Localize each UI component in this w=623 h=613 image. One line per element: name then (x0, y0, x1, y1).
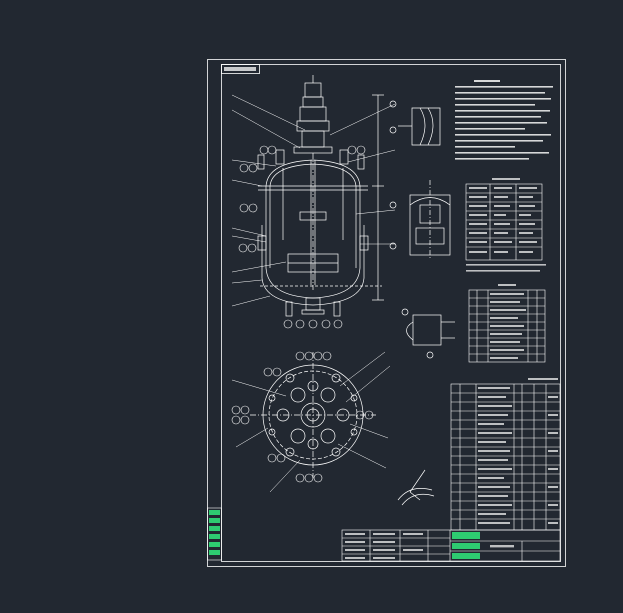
plan-nozzle-balloons (231, 351, 374, 483)
drawing-code-box (221, 64, 260, 74)
technical-notes (455, 80, 553, 160)
plan-leaders (231, 351, 391, 493)
elevation-nozzle-balloons (238, 145, 366, 329)
nozzle-table (468, 289, 546, 363)
parts-list (450, 383, 561, 531)
detail-b (389, 180, 451, 260)
left-margin-stamp (207, 507, 222, 561)
parts-list-text (478, 378, 558, 524)
elevation-leaders (231, 94, 396, 307)
detail-d (397, 469, 435, 506)
detail-a (389, 100, 441, 146)
sheet-inner-border (221, 64, 561, 562)
sheet-outer-border (207, 59, 566, 567)
nozzle-table-text (490, 284, 526, 359)
vessel-elevation-section (257, 75, 384, 317)
nozzle-top-plan (250, 352, 376, 478)
design-parameters-text (466, 178, 546, 272)
title-block-fills (345, 532, 514, 559)
title-block (341, 529, 561, 562)
design-parameters-table (465, 183, 543, 261)
detail-c (401, 308, 455, 359)
